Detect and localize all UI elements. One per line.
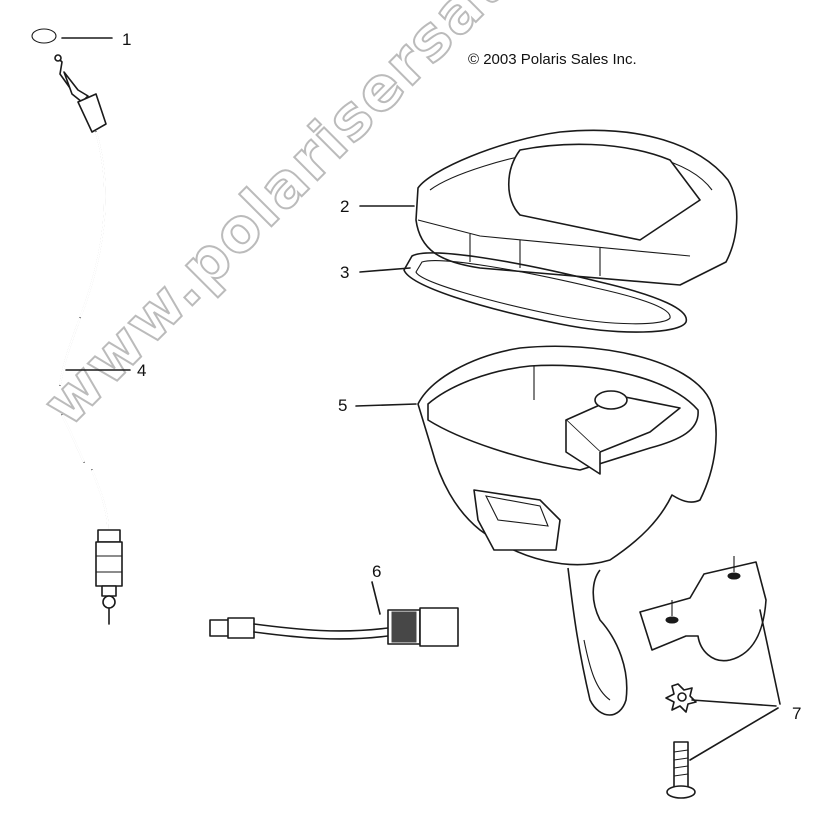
leader-line-7c [759, 609, 781, 705]
cover-part [359, 129, 738, 286]
callout-4: 4 [137, 361, 147, 380]
callout-1: 1 [122, 30, 132, 49]
leader-line-5 [355, 403, 417, 407]
throttle-housing-part [355, 345, 717, 716]
o-ring-part [31, 28, 113, 44]
throttle-cable-part [54, 54, 131, 625]
clamp-hardware-part [639, 556, 781, 799]
leader-line-6 [371, 581, 381, 615]
callout-6: 6 [372, 562, 382, 581]
callout-5: 5 [338, 396, 348, 415]
leader-line-3 [359, 267, 411, 273]
callout-7: 7 [792, 704, 802, 723]
harness-part [209, 581, 459, 647]
callout-3: 3 [340, 263, 350, 282]
copyright-text: © 2003 Polaris Sales Inc. [468, 51, 637, 68]
callout-2: 2 [340, 197, 350, 216]
gasket-part [359, 252, 688, 333]
leader-line-7b [689, 707, 779, 761]
leader-line-7a [691, 699, 777, 707]
